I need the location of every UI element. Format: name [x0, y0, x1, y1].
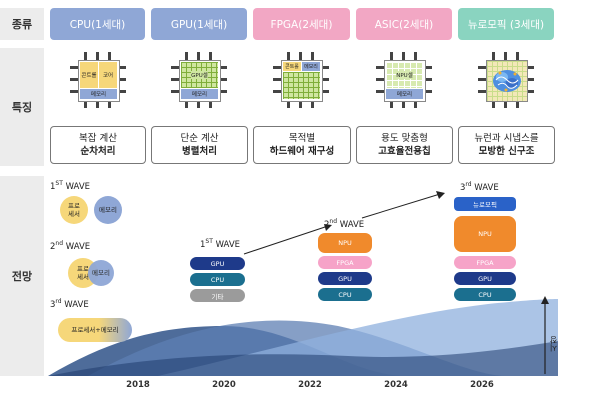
year-2018: 2018 [126, 380, 150, 390]
wave2-title: 2nd WAVE [324, 218, 365, 230]
legend-wave3-title: 3rd WAVE [50, 298, 89, 310]
market-axis-arrow [541, 296, 549, 374]
wave2-cpu: CPU [318, 288, 372, 301]
asic-npu-grid: NPU셀 [386, 62, 423, 88]
header-gpu: GPU(1세대) [151, 8, 247, 40]
wave3-fpga: FPGA [454, 256, 516, 269]
wave-progression-arrows [243, 191, 445, 255]
year-2026: 2026 [470, 380, 494, 390]
legend-wave2-memory: 메모리 [88, 260, 114, 286]
gpu-chip-diagram: GPU셀 메모리 [171, 52, 227, 108]
wave3-gpu: GPU [454, 272, 516, 285]
wave3-neuromorphic: 뉴로모픽 [454, 197, 516, 211]
legend-wave1-memory: 메모리 [94, 196, 122, 224]
wave2-fpga: FPGA [318, 256, 372, 269]
year-2022: 2022 [298, 380, 322, 390]
year-2024: 2024 [384, 380, 408, 390]
brain-icon [493, 70, 521, 92]
fpga-control-block: 콘트롤 [283, 62, 301, 71]
market-wave-background [48, 299, 558, 376]
asic-memory-block: 메모리 [386, 89, 423, 99]
market-axis-label: 시장 [549, 336, 558, 352]
header-neuromorphic: 뉴로모픽 (3세대) [458, 8, 554, 40]
fpga-chip-diagram: 콘트롤 메모리 [273, 52, 329, 108]
wave1-cpu: CPU [190, 273, 245, 286]
wave3-cpu: CPU [454, 288, 516, 301]
wave1-gpu: GPU [190, 257, 245, 270]
wave3-npu: NPU [454, 216, 516, 252]
wave1-etc: 기타 [190, 289, 245, 302]
legend-wave1-processor: 프로 세서 [60, 196, 88, 224]
year-2020: 2020 [212, 380, 236, 390]
cpu-control-block: 콘트롤 [80, 62, 98, 88]
wave2-gpu: GPU [318, 272, 372, 285]
legend-wave2-title: 2nd WAVE [50, 240, 91, 252]
cpu-chip-diagram: 콘트롤 코어 메모리 [70, 52, 126, 108]
cpu-core-block: 코어 [99, 62, 117, 88]
header-cpu: CPU(1세대) [50, 8, 145, 40]
wave3-title: 3rd WAVE [460, 181, 499, 193]
legend-wave1-title: 1ST WAVE [50, 180, 91, 192]
gpu-memory-block: 메모리 [181, 89, 218, 99]
wave2-npu: NPU [318, 233, 372, 253]
neuromorphic-chip-diagram [478, 52, 534, 108]
legend-wave3-combined: 프로세서+메모리 [58, 318, 132, 342]
header-asic: ASIC(2세대) [356, 8, 452, 40]
wave1-title: 1ST WAVE [200, 238, 241, 250]
gpu-core-grid: GPU셀 [181, 62, 218, 88]
asic-chip-diagram: NPU셀 메모리 [376, 52, 432, 108]
row-label-feature: 특징 [0, 48, 44, 166]
row-label-type: 종류 [0, 8, 44, 40]
header-fpga: FPGA(2세대) [253, 8, 350, 40]
fpga-logic-grid [283, 72, 320, 99]
row-label-outlook: 전망 [0, 176, 44, 376]
fpga-memory-block: 메모리 [302, 62, 320, 71]
cpu-memory-block: 메모리 [80, 89, 117, 99]
